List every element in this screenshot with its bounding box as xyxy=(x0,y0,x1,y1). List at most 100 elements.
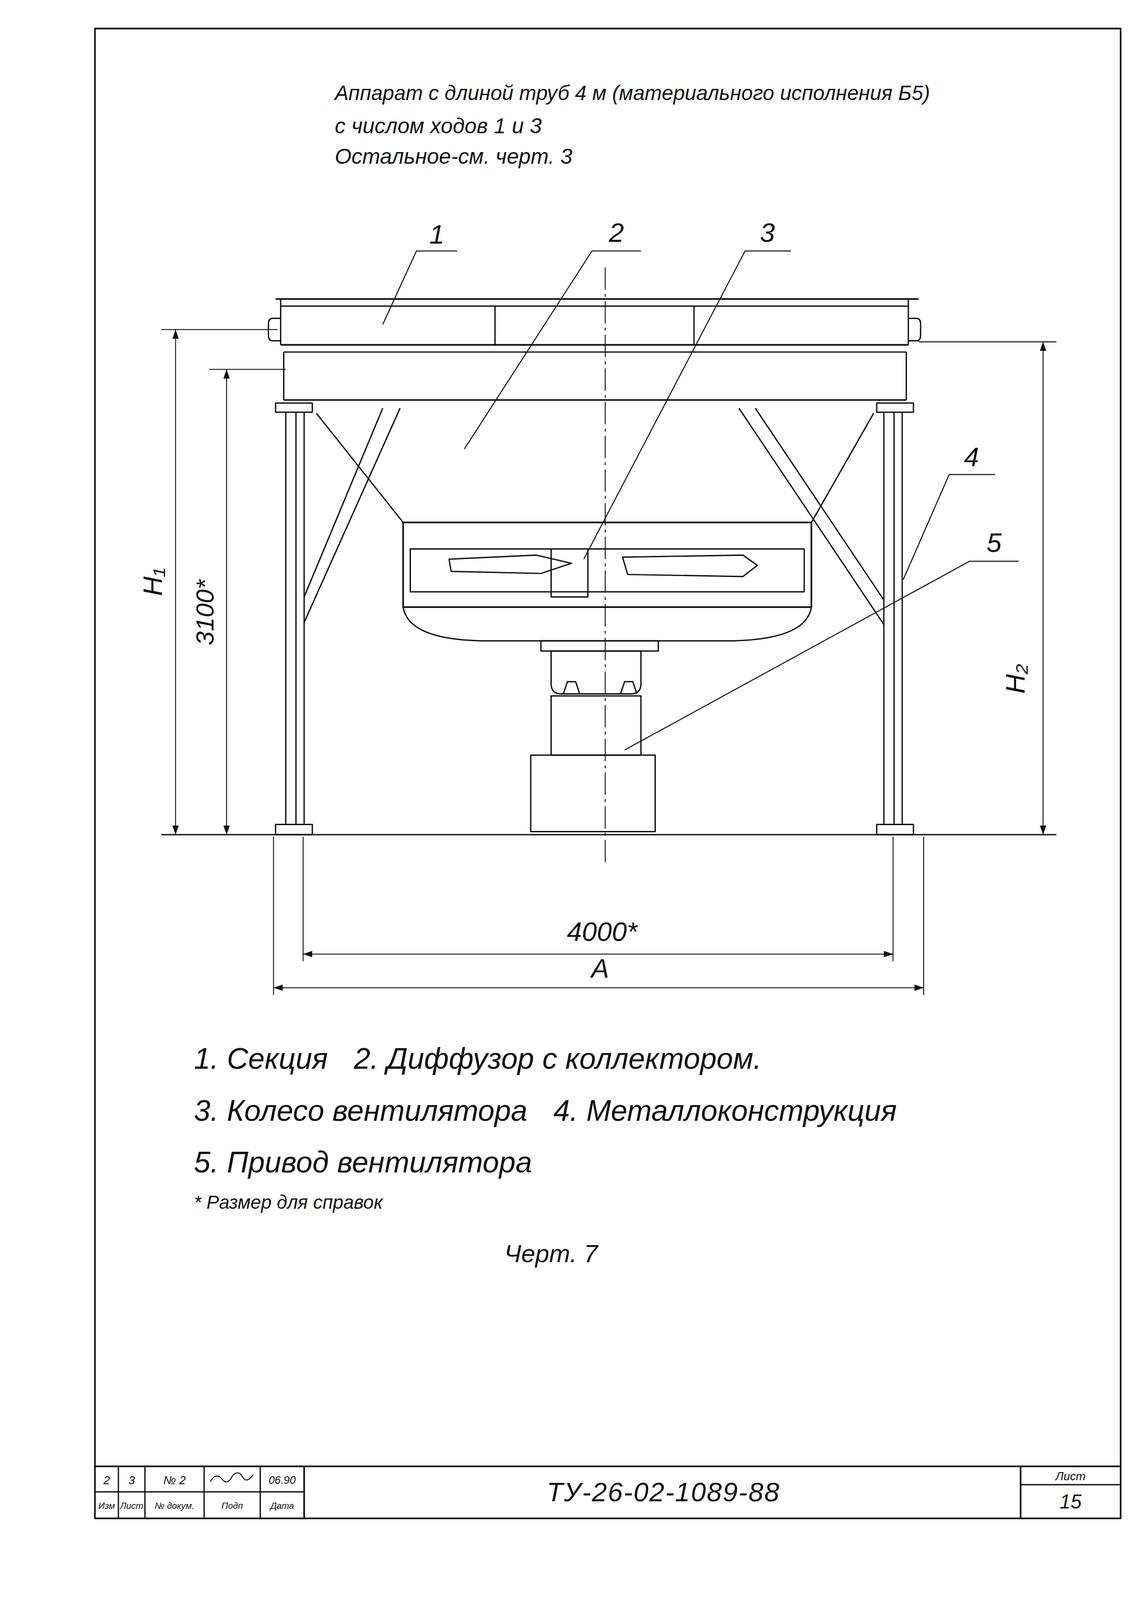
drawing-line xyxy=(275,824,313,835)
drawing-line xyxy=(893,412,895,825)
dimension-label: 3100* xyxy=(191,579,219,646)
drawing-line xyxy=(1020,1483,1121,1486)
drawing-line xyxy=(903,474,995,580)
drawing-line xyxy=(876,402,914,412)
revision-cell: 3 xyxy=(128,1473,135,1487)
drawing-line xyxy=(876,824,914,835)
drawing-line xyxy=(382,250,458,325)
drawing-line xyxy=(259,1466,262,1519)
drawing-line xyxy=(883,412,885,825)
drawing-line xyxy=(624,561,1019,751)
drawing-line xyxy=(95,28,1121,1519)
drawing-line xyxy=(210,1472,254,1482)
drawing-line xyxy=(226,369,227,835)
callout-number: 5 xyxy=(986,528,1002,558)
drawing-line xyxy=(203,1466,206,1519)
drawing-line xyxy=(901,412,904,825)
drawing-line xyxy=(275,402,313,412)
drawing-line xyxy=(530,754,656,832)
drawing-line xyxy=(280,344,909,346)
drawing-line xyxy=(551,695,642,755)
drawing-line xyxy=(494,305,496,345)
title-block-header: Подп xyxy=(221,1500,244,1511)
drawing-line xyxy=(811,413,874,523)
callout-number: 4 xyxy=(964,442,979,472)
drawing-line xyxy=(541,640,659,651)
dimension-label: H₁ xyxy=(138,567,168,596)
title-block-header: Изм xyxy=(98,1500,115,1511)
drawing-line xyxy=(403,522,812,607)
drawing-line xyxy=(464,250,642,449)
drawing-line xyxy=(285,412,287,825)
drawing-line xyxy=(273,986,924,988)
drawing-line xyxy=(918,341,1057,343)
drawing-line xyxy=(563,681,638,694)
heading-note: Аппарат с длиной труб 4 м (материального… xyxy=(334,81,930,105)
drawing-line xyxy=(449,554,572,574)
drawing-line xyxy=(907,298,909,345)
drawing-line xyxy=(303,412,305,825)
title-block-header: Лист xyxy=(120,1500,144,1511)
drawing-line xyxy=(95,28,1121,1519)
heading-note: с числом ходов 1 и 3 xyxy=(334,114,542,139)
drawing-line xyxy=(551,650,642,694)
drawing-line xyxy=(905,352,908,401)
drawing-line xyxy=(280,305,909,307)
drawing-line xyxy=(95,1490,305,1493)
sheet-number: 15 xyxy=(1059,1490,1082,1512)
drawing-line xyxy=(755,408,885,601)
title-block-header: № докум. xyxy=(154,1500,195,1511)
footnote: * Размер для справок xyxy=(193,1191,383,1213)
drawing-line xyxy=(209,368,286,370)
drawing-line xyxy=(908,318,921,341)
drawing-line xyxy=(295,412,297,825)
drawing-line xyxy=(279,298,282,345)
drawing-line xyxy=(95,1465,1121,1467)
part-name: 5. Привод вентилятора xyxy=(193,1136,533,1189)
callout-number: 1 xyxy=(429,219,445,250)
drawing-line xyxy=(161,329,278,331)
drawing-line xyxy=(304,408,401,623)
drawing-line xyxy=(583,250,791,559)
part-name: 4. Металлоконструкция xyxy=(553,1084,897,1137)
drawing-number: Черт. 7 xyxy=(504,1239,598,1268)
drawing-line xyxy=(283,352,285,401)
drawing-line xyxy=(1019,1466,1022,1519)
dimension-label: А xyxy=(591,953,610,984)
title-block-header: Дата xyxy=(270,1500,295,1511)
document-code: ТУ-26-02-1089-88 xyxy=(546,1477,781,1507)
revision-cell: 06.90 xyxy=(268,1474,296,1486)
drawing-line xyxy=(174,329,176,835)
heading-note: Остальное-см. черт. 3 xyxy=(334,144,573,169)
drawing-line xyxy=(622,554,758,577)
drawing-line xyxy=(304,408,383,598)
drawing-line xyxy=(283,351,907,353)
callout-number: 3 xyxy=(759,218,775,248)
drawing-line xyxy=(161,833,1057,836)
parts-list: 1. Секция 2. Диффузор с коллектором. 3. … xyxy=(193,1032,1072,1189)
drawing-line xyxy=(302,836,304,961)
revision-cell: № 2 xyxy=(163,1473,186,1487)
drawing-line xyxy=(275,298,919,301)
part-name: 1. Секция xyxy=(193,1032,328,1085)
drawing-line xyxy=(117,1466,119,1519)
drawing-line xyxy=(1042,341,1044,835)
revision-cell: 2 xyxy=(103,1473,110,1487)
drawing-line xyxy=(303,1466,306,1519)
dimension-label: 4000* xyxy=(567,916,638,947)
part-name: 2. Диффузор с коллектором. xyxy=(353,1032,762,1085)
drawing-line xyxy=(693,305,695,345)
drawing-line xyxy=(144,1466,146,1519)
part-name: 3. Колесо вентилятора xyxy=(193,1084,528,1137)
dimension-label: H₂ xyxy=(1000,663,1031,694)
callout-number: 2 xyxy=(608,218,624,248)
drawing-line xyxy=(316,413,403,523)
drawing-line xyxy=(923,836,925,995)
sheet-header: Лист xyxy=(1055,1469,1086,1483)
drawing-line xyxy=(410,549,805,593)
drawing-line xyxy=(604,267,606,863)
drawing-line xyxy=(283,399,907,402)
drawing-line xyxy=(892,836,894,961)
drawing-line xyxy=(403,606,812,641)
